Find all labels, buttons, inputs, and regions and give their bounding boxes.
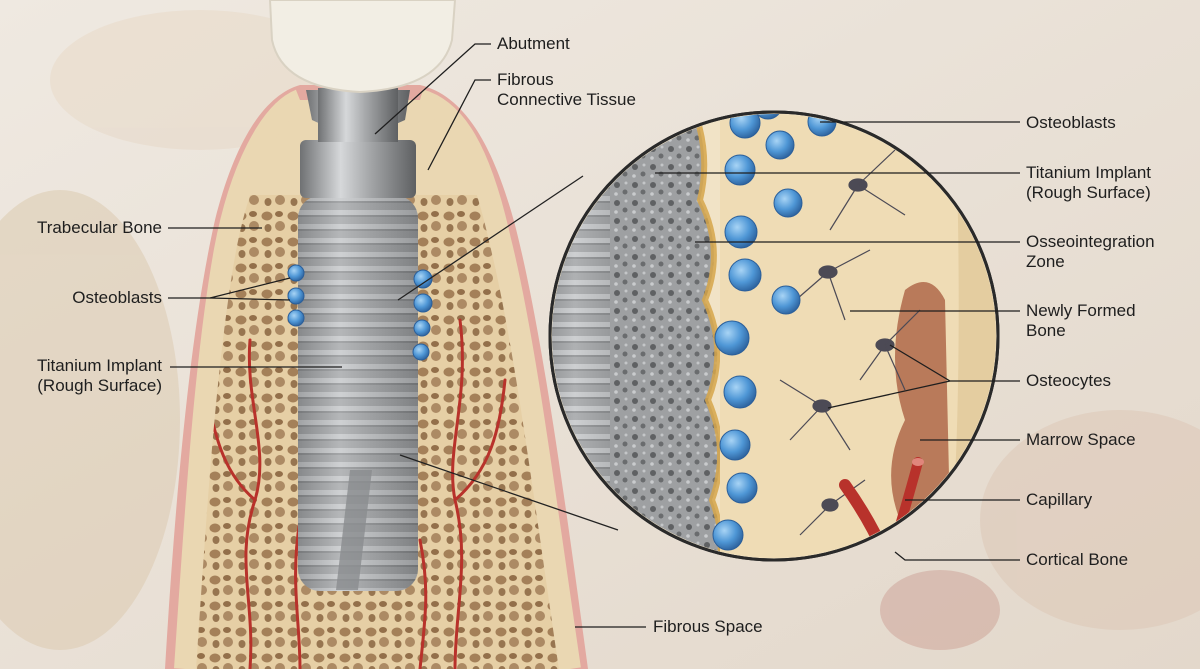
label-titanium-implant-right: Titanium Implant (Rough Surface) (1026, 163, 1152, 202)
label-abutment: Abutment (497, 34, 570, 53)
label-fibrous-space: Fibrous Space (653, 617, 763, 636)
label-newly-formed-bone: Newly Formed Bone (1026, 301, 1136, 340)
osteoblast-cells-left (287, 264, 433, 361)
label-osteoblasts-left: Osteoblasts (72, 288, 162, 307)
label-fibrous-connective-tissue: Fibrous Connective Tissue (497, 70, 636, 109)
label-capillary: Capillary (1026, 490, 1093, 509)
leader-lines (168, 43, 1020, 628)
label-osteoblasts-right: Osteoblasts (1026, 113, 1116, 132)
label-osteocytes: Osteocytes (1026, 371, 1112, 390)
label-trabecular-bone: Trabecular Bone (36, 218, 162, 237)
label-osseointegration-zone: Osseointegration Zone (1026, 232, 1155, 271)
label-titanium-implant-left: Titanium Implant (Rough Surface) (36, 356, 162, 395)
label-cortical-bone: Cortical Bone (1026, 550, 1129, 569)
label-marrow-space: Marrow Space (1026, 430, 1136, 449)
